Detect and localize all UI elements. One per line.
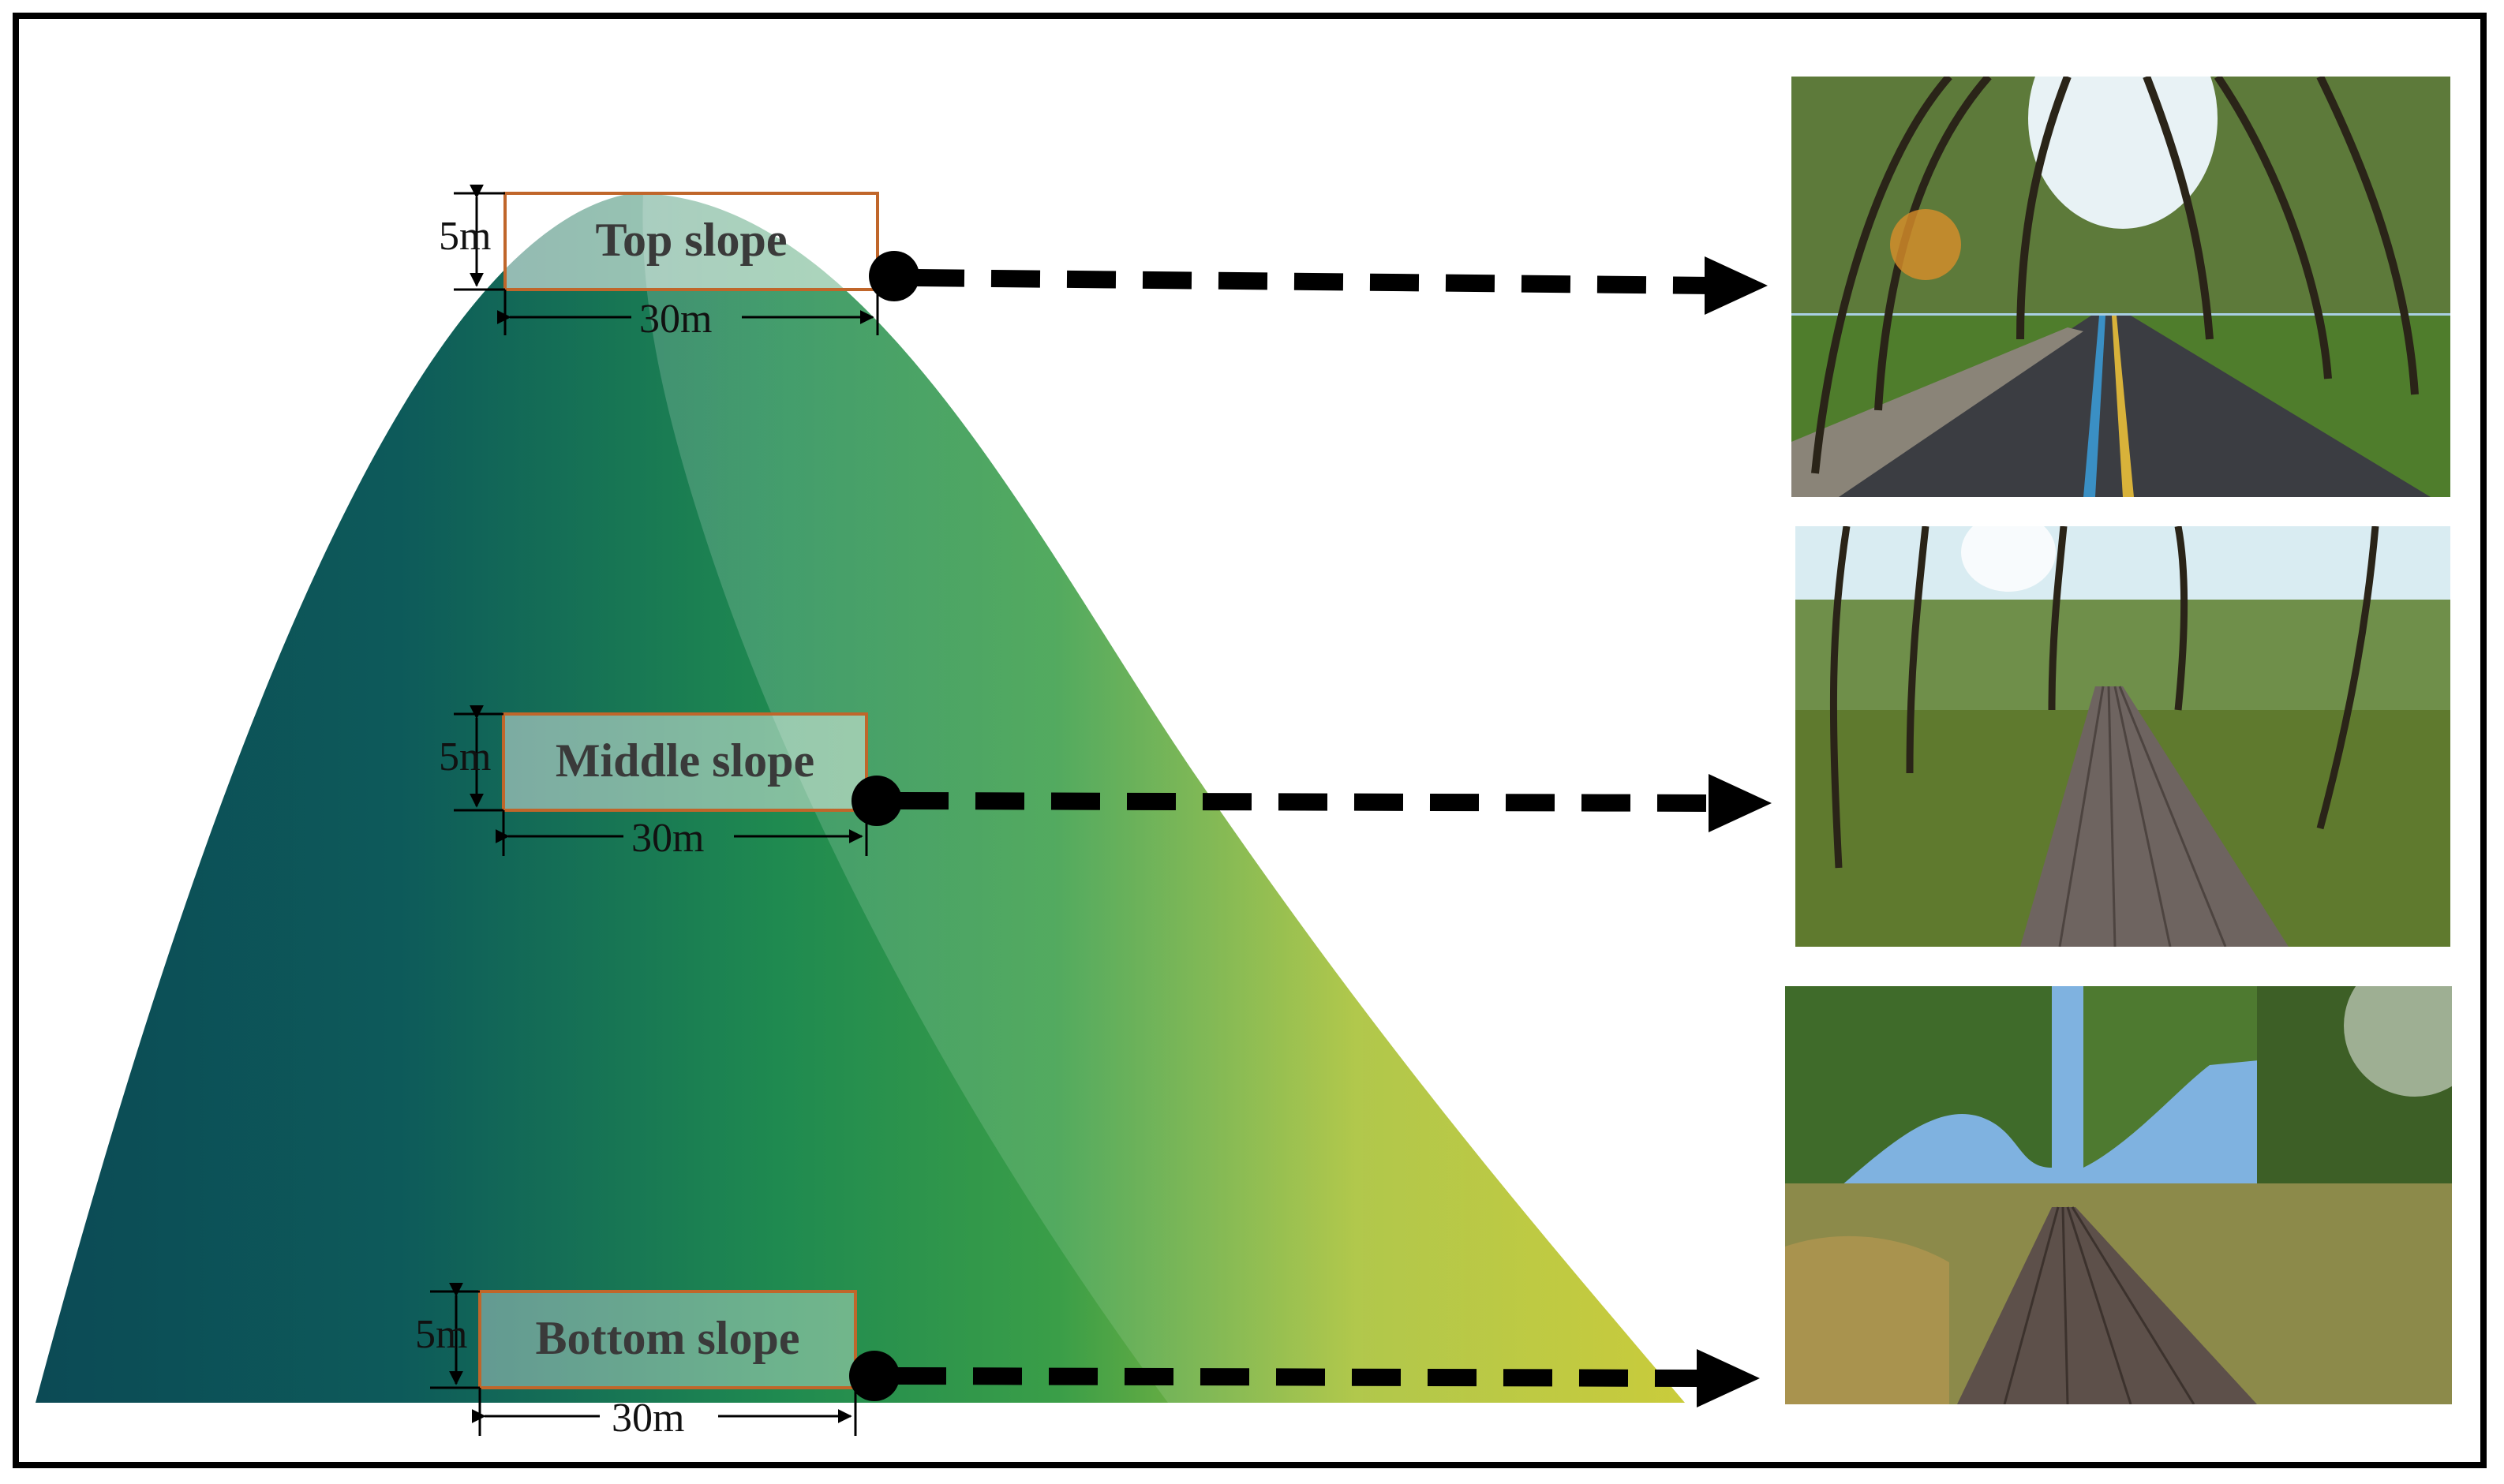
photo-top-slope (1791, 77, 2450, 497)
top-slope-height-label: 5m (439, 214, 492, 259)
top-slope-width-label: 30m (639, 297, 713, 342)
bottom-slope-label: Bottom slope (535, 1312, 800, 1364)
height-dimension-markers (430, 184, 505, 1389)
bottom-slope-height-label: 5m (415, 1312, 468, 1357)
photo-middle-slope (1795, 526, 2450, 947)
photo-bottom-slope (1785, 986, 2452, 1404)
bottom-slope-width-label: 30m (612, 1396, 685, 1441)
middle-slope-height-label: 5m (439, 735, 492, 779)
width-dimension-markers (471, 290, 879, 1436)
top-slope-label: Top slope (595, 214, 788, 266)
top-slope-box (503, 192, 879, 291)
middle-slope-width-label: 30m (631, 816, 705, 861)
middle-slope-label: Middle slope (555, 735, 815, 787)
bottom-slope-box (478, 1290, 857, 1389)
connector-arrows (849, 251, 1772, 1407)
middle-slope-box (502, 712, 868, 812)
figure-frame (13, 13, 2487, 1468)
